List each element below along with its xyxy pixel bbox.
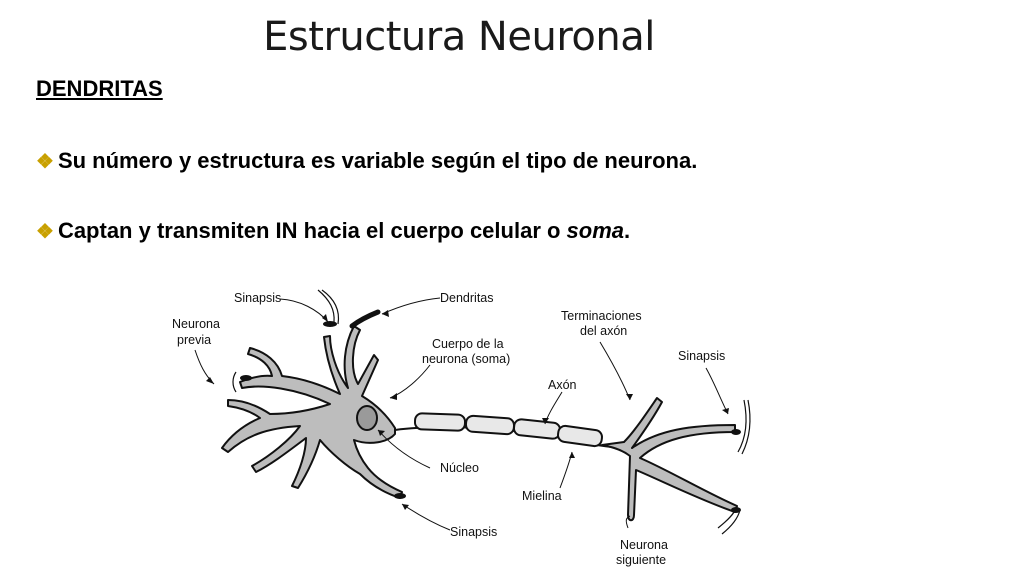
bullet-text: Captan y transmiten IN hacia el cuerpo c… [57,218,567,243]
diagram-labels: Sinapsis Dendritas Neurona previa Cuerpo… [172,291,725,567]
label-cuerpo-1: Cuerpo de la [432,337,504,351]
myelin-sheath [413,412,603,448]
neuron-diagram: Sinapsis Dendritas Neurona previa Cuerpo… [172,289,751,567]
nucleus [356,405,378,431]
label-neurona-previa-1: Neurona [172,317,220,331]
diamond-bullet-icon: ❖ [36,151,54,173]
label-cuerpo-2: neurona (soma) [422,352,510,366]
label-neurona-previa-2: previa [177,333,211,347]
label-nucleo: Núcleo [440,461,479,475]
arrowheads [206,310,729,510]
neuron-soma [221,309,406,499]
bullet-text-end: . [624,218,631,243]
label-terminaciones-2: del axón [580,324,627,338]
label-sinapsis-bottom: Sinapsis [450,525,497,539]
label-mielina: Mielina [522,489,562,503]
bullet-italic-text: soma [566,218,625,243]
bullet-item: ❖Su número y estructura es variable segú… [36,148,697,174]
label-sinapsis-right: Sinapsis [678,349,725,363]
label-dendritas: Dendritas [440,291,494,305]
bullet-text: Su número y estructura es variable según… [57,148,698,173]
axon-terminal [601,397,741,522]
label-neurona-siguiente-1: Neurona [620,538,668,552]
slide-title: Estructura Neuronal [263,14,655,60]
label-axon: Axón [548,378,577,392]
bullet-item: ❖Captan y transmiten IN hacia el cuerpo … [36,218,630,244]
diamond-bullet-icon: ❖ [36,221,54,243]
neighbor-fibers [232,289,751,535]
label-neurona-siguiente-2: siguiente [616,553,666,567]
section-heading: DENDRITAS [36,76,163,101]
label-sinapsis-top: Sinapsis [234,291,281,305]
label-terminaciones-1: Terminaciones [561,309,642,323]
